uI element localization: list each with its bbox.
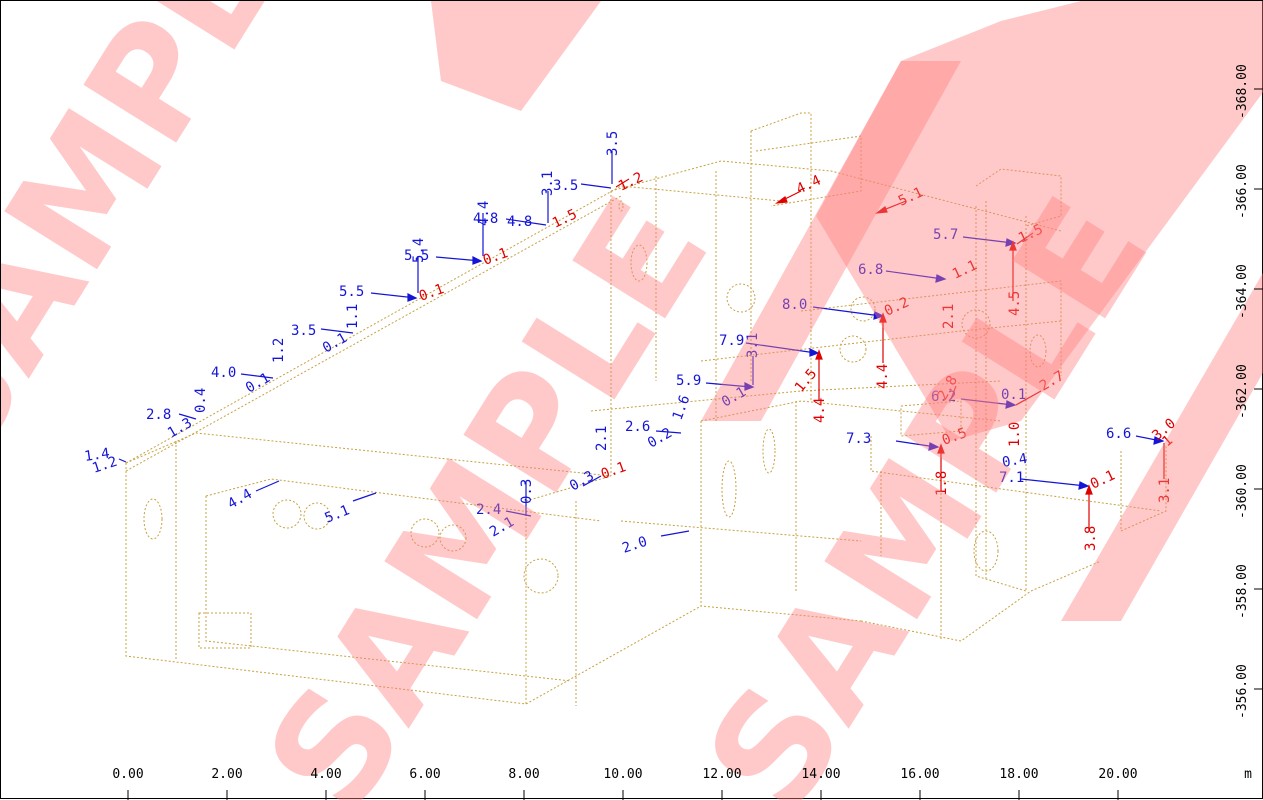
x-tick-label: 8.00 [508, 767, 539, 782]
watermark-text: SAMPLE [1, 1, 363, 490]
blue-label: 0.4 [1001, 451, 1029, 471]
blue-label: 7.9 [719, 333, 744, 349]
red-label: 4.5 [1007, 291, 1023, 316]
blue-label: 2.0 [620, 534, 649, 557]
blue-label: 4.8 [507, 214, 532, 230]
red-label: 3.8 [1083, 526, 1099, 551]
x-axis: 0.00 2.00 4.00 6.00 8.00 10.00 12.00 14.… [112, 767, 1252, 800]
blue-label: 3.1 [745, 333, 761, 358]
blue-label: 6.2 [931, 389, 956, 405]
x-tick-label: 4.00 [310, 767, 341, 782]
y-tick-label: -358.00 [1235, 564, 1250, 619]
blue-label: 0.1 [243, 370, 273, 397]
red-label: 3.1 [1157, 478, 1173, 503]
blue-label: 2.6 [625, 419, 650, 435]
blue-label: 1.4 [83, 446, 110, 465]
blue-label: 6.8 [858, 262, 883, 278]
y-tick-label: -360.00 [1235, 464, 1250, 519]
red-label: 0.1 [1088, 467, 1118, 492]
blue-label: 0.3 [519, 479, 535, 504]
red-label: 0.1 [481, 245, 510, 269]
blue-label: 5.7 [933, 227, 958, 243]
blue-label: 5.9 [676, 373, 701, 389]
x-tick-label: 6.00 [409, 767, 440, 782]
x-tick-label: 10.00 [603, 767, 642, 782]
y-tick-label: -364.00 [1235, 264, 1250, 319]
blue-label: 1.6 [670, 393, 694, 422]
red-label: 4.4 [794, 172, 824, 197]
red-arrows [615, 178, 1165, 531]
x-tick-label: 18.00 [999, 767, 1038, 782]
y-tick-label: -362.00 [1235, 364, 1250, 419]
blue-label: 3.5 [605, 131, 621, 156]
blue-label: 0.1 [1001, 387, 1026, 403]
watermark-fragment [816, 1, 1263, 441]
x-axis-unit: m [1244, 767, 1252, 782]
y-tick-label: -368.00 [1235, 64, 1250, 119]
blue-label: 5.5 [339, 284, 364, 300]
watermark-slash [701, 61, 961, 421]
blue-label: 4.8 [473, 211, 498, 227]
blue-label: 1.2 [271, 338, 287, 363]
blue-label: 3.1 [540, 171, 556, 196]
blue-label: 5.4 [411, 238, 427, 263]
blue-label: 4.0 [211, 365, 236, 381]
red-label: 1.0 [1007, 422, 1023, 447]
blue-label: 1.1 [345, 304, 361, 329]
red-label: 0.1 [417, 281, 446, 305]
red-label: 4.4 [875, 364, 891, 389]
x-tick-label: 14.00 [801, 767, 840, 782]
blue-label: 5.5 [404, 248, 429, 264]
blue-label: 0.1 [320, 330, 350, 357]
x-tick-label: 16.00 [900, 767, 939, 782]
x-tick-label: 20.00 [1098, 767, 1137, 782]
blue-label: 8.0 [782, 297, 807, 313]
blue-label: 2.4 [476, 502, 501, 518]
y-axis: -368.00 -366.00 -364.00 -362.00 -360.00 … [1235, 64, 1263, 719]
red-label: 1.5 [792, 366, 821, 396]
x-tick-label: 12.00 [702, 767, 741, 782]
blue-label: 0.4 [193, 388, 209, 413]
watermark-slash [1061, 272, 1263, 621]
blue-label: 5.1 [323, 502, 352, 526]
blue-label: 7.1 [999, 470, 1024, 486]
blue-label: 7.3 [846, 431, 871, 447]
watermark-fragment [431, 1, 601, 111]
blue-label: 1.2 [90, 454, 119, 477]
blue-label: 2.8 [146, 407, 171, 423]
y-tick-label: -366.00 [1235, 164, 1250, 219]
red-label: 1.8 [934, 471, 950, 496]
x-tick-label: 2.00 [211, 767, 242, 782]
blue-label: 6.6 [1106, 426, 1131, 442]
blue-label: 3.5 [553, 178, 578, 194]
y-tick-label: -356.00 [1235, 664, 1250, 719]
blue-arrows [118, 151, 1165, 537]
blue-label: 3.5 [291, 323, 316, 339]
blue-label: 2.1 [594, 426, 610, 451]
red-label: 4.4 [812, 398, 828, 423]
blue-label: 4.4 [476, 201, 492, 226]
red-label: 2.1 [941, 304, 957, 329]
x-tick-label: 0.00 [112, 767, 143, 782]
structure-wireframe [125, 112, 1167, 706]
